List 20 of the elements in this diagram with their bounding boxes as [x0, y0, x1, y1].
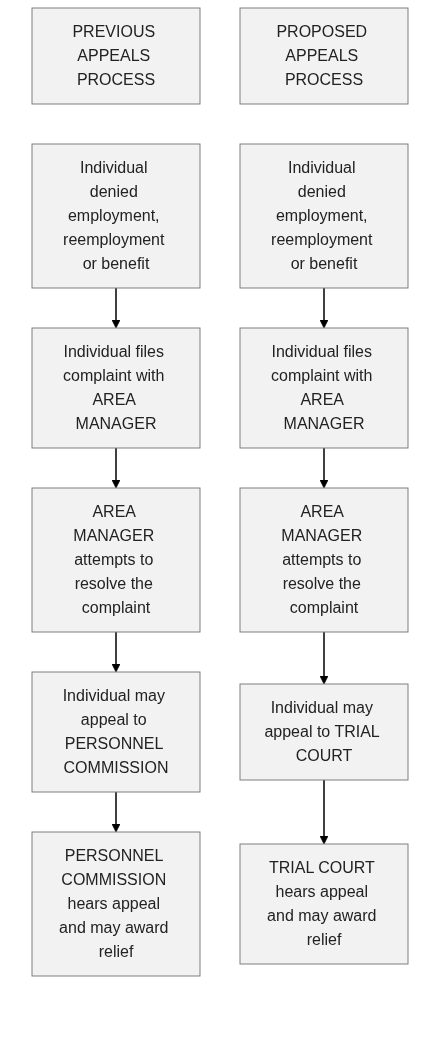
node-box: Individual may appeal to TRIAL COURT [239, 683, 409, 781]
node-box: Individual may appeal to PERSONNEL COMMISSION [31, 671, 201, 793]
arrow [319, 779, 329, 845]
arrow [111, 287, 121, 329]
arrow [319, 287, 329, 329]
node-box: PROPOSED APPEALS PROCESS [239, 7, 409, 105]
arrow [111, 631, 121, 673]
arrow [319, 631, 329, 685]
node-box: Individual files complaint with AREA MANAGER [31, 327, 201, 449]
node-box: AREA MANAGER attempts to resolve the complaint [31, 487, 201, 633]
node-box: TRIAL COURT hears appeal and may award relief [239, 843, 409, 965]
arrow [111, 791, 121, 833]
node-box: AREA MANAGER attempts to resolve the complaint [239, 487, 409, 633]
arrow [319, 447, 329, 489]
node-box: Individual denied employment, reemployment or benefit [31, 143, 201, 289]
node-box: Individual denied employment, reemployment or benefit [239, 143, 409, 289]
node-box: PREVIOUS APPEALS PROCESS [31, 7, 201, 105]
node-box: PERSONNEL COMMISSION hears appeal and may award relief [31, 831, 201, 977]
arrow [111, 447, 121, 489]
node-box: Individual files complaint with AREA MANAGER [239, 327, 409, 449]
